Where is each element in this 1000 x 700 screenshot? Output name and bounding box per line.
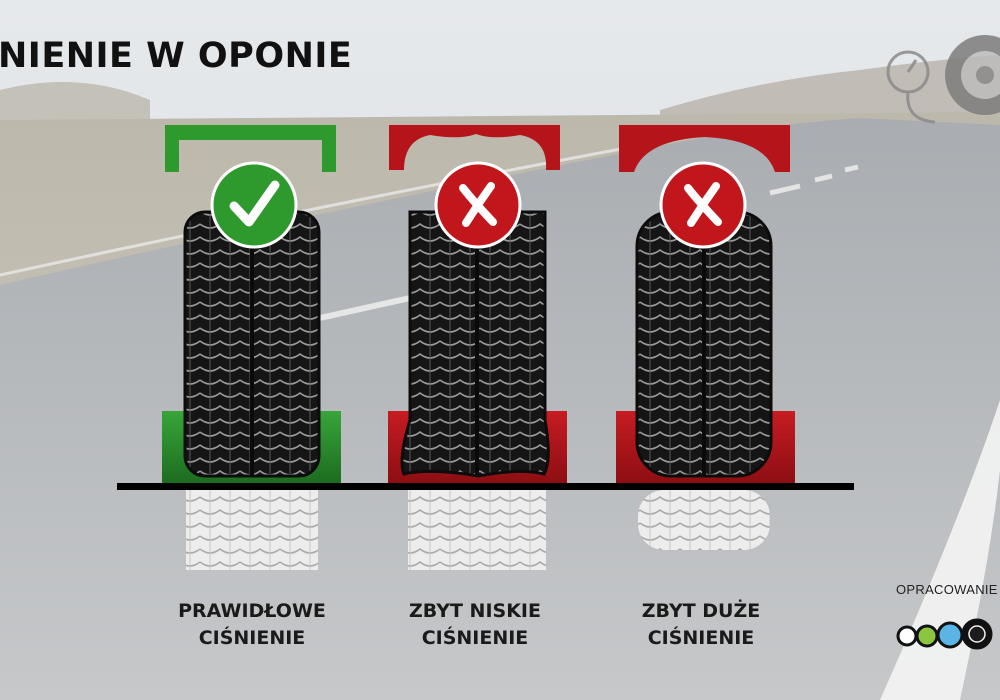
ground-line: [117, 483, 854, 490]
status-badge-low: [434, 161, 522, 249]
status-badge-high: [659, 161, 747, 249]
caption-low-line1: ZBYT NISKIE: [409, 600, 541, 622]
caption-correct-line2: CIŚNIENIE: [198, 627, 306, 649]
credit-logo: [896, 618, 993, 650]
gauge-icon: [886, 50, 936, 124]
profile-bracket-top-correct: [165, 125, 336, 172]
page-title: NIENIE W OPONIE: [0, 36, 353, 76]
caption-correct-line1: PRAWIDŁOWE: [178, 600, 326, 622]
tire-correct: [162, 125, 341, 570]
caption-high-line2: CIŚNIENIE: [647, 627, 755, 649]
caption-low: ZBYT NISKIE CIŚNIENIE: [370, 598, 580, 652]
tire-high: [616, 125, 795, 550]
tire-logo-icon: [945, 35, 1000, 115]
caption-correct: PRAWIDŁOWE CIŚNIENIE: [147, 598, 357, 652]
caption-low-line2: CIŚNIENIE: [421, 627, 529, 649]
cross-icon: [459, 182, 497, 227]
status-badge-correct: [210, 161, 298, 249]
caption-high: ZBYT DUŻE CIŚNIENIE: [596, 598, 806, 652]
credit-label: OPRACOWANIE: [896, 582, 998, 597]
tire-low: [388, 125, 567, 570]
cross-icon: [684, 182, 722, 227]
caption-high-line1: ZBYT DUŻE: [641, 600, 761, 622]
check-icon: [229, 180, 280, 227]
profile-bracket-top-high: [619, 125, 790, 172]
profile-bracket-top-low: [389, 125, 560, 170]
